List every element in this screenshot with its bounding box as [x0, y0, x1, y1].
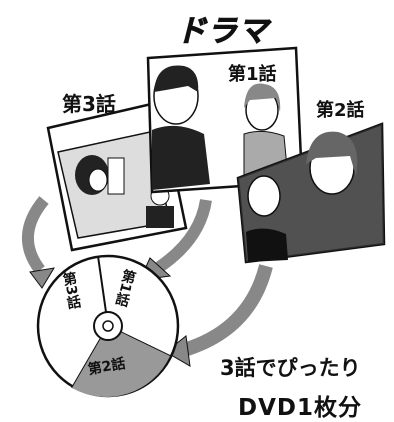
drama-title: ドラマ [176, 14, 269, 50]
caption-line-1: 3話でぴったり [220, 356, 361, 380]
episode-3-label: 第3話 [62, 92, 116, 116]
episode-2-label: 第2話 [316, 100, 365, 121]
episode-2-panel [236, 122, 386, 264]
caption-line-2: DVD1枚分 [238, 395, 362, 421]
dvd-disc [36, 254, 180, 398]
episode-1-label: 第1話 [228, 64, 277, 85]
episode-1-panel [146, 46, 304, 194]
